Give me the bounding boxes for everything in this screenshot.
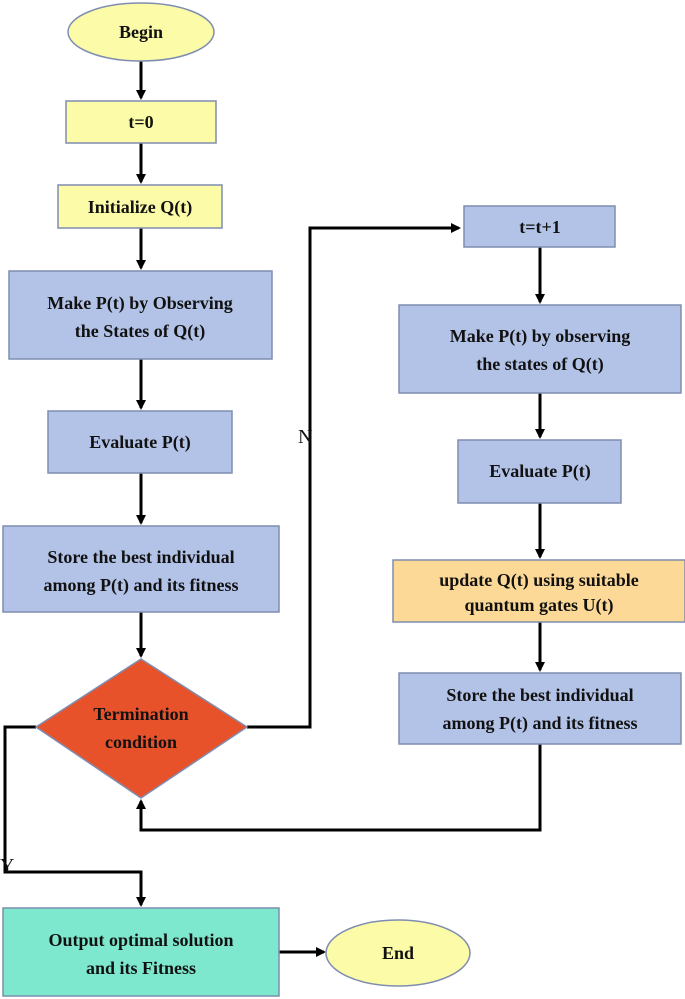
- make-p-left-line-2: the States of Q(t): [75, 321, 205, 342]
- end-label: End: [382, 943, 414, 963]
- begin-label: Begin: [119, 22, 163, 42]
- initialize-q-node: Initialize Q(t): [57, 184, 223, 229]
- make-p-right-node: Make P(t) by observing the states of Q(t…: [398, 304, 682, 394]
- arrow-yes-to-output: [3, 725, 146, 907]
- t-inc-label: t=t+1: [519, 217, 561, 237]
- begin-node: Begin: [67, 2, 215, 62]
- evaluate-right-label: Evaluate P(t): [489, 461, 590, 482]
- termination-line-2: condition: [105, 732, 177, 752]
- update-q-line-2: quantum gates U(t): [464, 595, 613, 616]
- output-line-1: Output optimal solution: [48, 930, 233, 950]
- no-label: N: [298, 426, 312, 448]
- evaluate-right-node: Evaluate P(t): [457, 439, 622, 504]
- termination-line-1: Termination: [93, 704, 188, 724]
- end-node: End: [325, 919, 471, 987]
- t0-label: t=0: [128, 112, 153, 132]
- store-right-line-1: Store the best individual: [446, 685, 633, 705]
- make-p-left-line-1: Make P(t) by Observing: [47, 293, 232, 314]
- make-p-right-line-2: the states of Q(t): [476, 354, 603, 375]
- termination-node: Termination condition: [34, 658, 249, 799]
- make-p-left-node: Make P(t) by Observing the States of Q(t…: [8, 270, 273, 360]
- arrow-no-to-t-inc: [247, 223, 461, 729]
- store-left-line-1: Store the best individual: [47, 547, 234, 567]
- make-p-right-line-1: Make P(t) by observing: [450, 326, 630, 347]
- store-left-node: Store the best individual among P(t) and…: [2, 525, 280, 613]
- yes-label: Y: [0, 855, 14, 877]
- store-left-line-2: among P(t) and its fitness: [43, 575, 238, 596]
- update-q-node: update Q(t) using suitable quantum gates…: [392, 559, 685, 623]
- t-inc-node: t=t+1: [463, 205, 616, 248]
- output-line-2: and its Fitness: [86, 958, 196, 978]
- evaluate-left-label: Evaluate P(t): [89, 432, 190, 453]
- update-q-line-1: update Q(t) using suitable: [439, 570, 639, 591]
- evaluate-left-node: Evaluate P(t): [47, 410, 233, 474]
- arrow-store-right-to-termination: [136, 744, 542, 832]
- connectors: [3, 61, 545, 957]
- t0-node: t=0: [65, 100, 217, 144]
- output-node: Output optimal solution and its Fitness: [2, 907, 280, 997]
- initialize-q-label: Initialize Q(t): [88, 197, 192, 218]
- store-right-node: Store the best individual among P(t) and…: [398, 672, 682, 745]
- store-right-line-2: among P(t) and its fitness: [442, 713, 637, 734]
